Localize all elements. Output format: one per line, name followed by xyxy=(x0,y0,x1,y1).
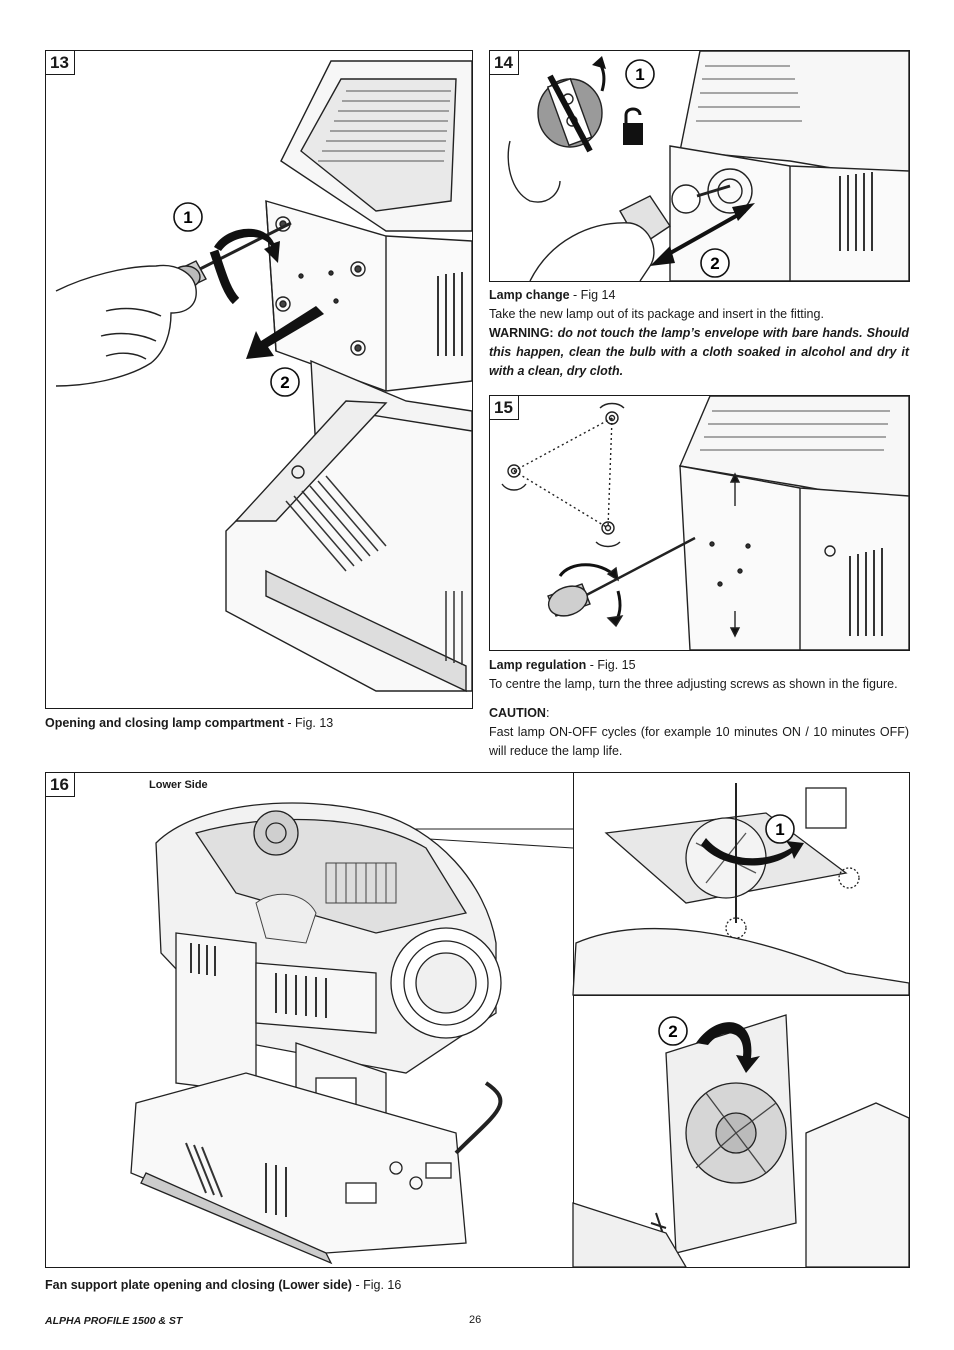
fig16-caption: Fan support plate opening and closing (L… xyxy=(45,1276,905,1295)
fig14-callout-2: 2 xyxy=(710,254,719,273)
fig15-caution-label: CAUTION xyxy=(489,706,546,720)
figure-13: 13 xyxy=(45,50,473,709)
fig16-illustration: 1 2 xyxy=(130,783,909,1267)
fig13-callout-2: 2 xyxy=(280,373,289,392)
page-number: 26 xyxy=(469,1314,482,1326)
fig14-heading-bold: Lamp change xyxy=(489,288,570,302)
footer-product-name: ALPHA PROFILE 1500 & ST xyxy=(45,1315,183,1327)
fig13-caption: Opening and closing lamp compartment - F… xyxy=(45,714,475,733)
fig14-warning-text: do not touch the lamp’s envelope with ba… xyxy=(489,326,909,378)
fig14-heading-rest: - Fig 14 xyxy=(569,288,616,302)
figure-15: 15 xyxy=(489,395,910,651)
fig15-heading: Lamp regulation - Fig. 15 xyxy=(489,656,909,675)
fig15-illustration xyxy=(501,396,909,650)
fig15-heading-rest: - Fig. 15 xyxy=(586,658,636,672)
fig14-body: Take the new lamp out of its package and… xyxy=(489,307,824,321)
fig16-callout-2: 2 xyxy=(668,1022,677,1041)
fig14-text-block: Lamp change - Fig 14 Take the new lamp o… xyxy=(489,286,909,381)
fig14-callout-1: 1 xyxy=(635,65,644,84)
fig13-caption-rest: - Fig. 13 xyxy=(283,716,334,730)
fig14-illustration: 1 2 xyxy=(507,51,909,281)
fig16-caption-rest: - Fig. 16 xyxy=(351,1278,402,1292)
fig14-warning-label: WARNING: xyxy=(489,326,554,340)
fig13-caption-bold: Opening and closing lamp compartment xyxy=(45,716,284,730)
fig14-heading: Lamp change - Fig 14 xyxy=(489,286,909,305)
fig15-caution-text: Fast lamp ON-OFF cycles (for example 10 … xyxy=(489,725,909,758)
figure-14-number: 14 xyxy=(490,51,519,75)
fig16-caption-bold: Fan support plate opening and closing (L… xyxy=(45,1278,352,1292)
fig16-detail-panel-2 xyxy=(573,996,909,1267)
lower-side-label: Lower Side xyxy=(149,779,208,791)
fig15-caution-colon: : xyxy=(545,706,550,720)
figure-13-number: 13 xyxy=(46,51,75,75)
fig15-text-block: Lamp regulation - Fig. 15 To centre the … xyxy=(489,656,909,761)
fig13-illustration: 1 2 xyxy=(55,60,472,693)
figure-16: 16 Lower Side xyxy=(45,772,910,1268)
fig13-callout-1: 1 xyxy=(183,208,192,227)
fig15-heading-bold: Lamp regulation xyxy=(489,658,587,672)
fig15-body: To centre the lamp, turn the three adjus… xyxy=(489,677,898,691)
fig14-warning: WARNING: do not touch the lamp’s envelop… xyxy=(489,324,909,381)
fig15-caution-heading: CAUTION: xyxy=(489,704,909,723)
figure-14: 14 xyxy=(489,50,910,282)
figure-16-number: 16 xyxy=(46,773,75,797)
fig16-callout-1: 1 xyxy=(775,820,784,839)
figure-15-number: 15 xyxy=(490,396,519,420)
